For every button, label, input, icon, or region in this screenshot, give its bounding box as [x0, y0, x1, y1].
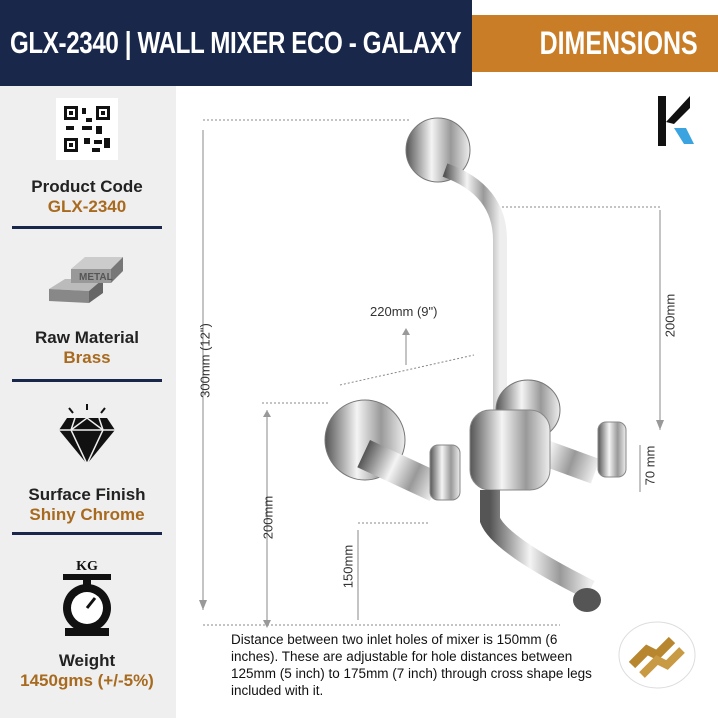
raw-material-section: METAL Raw Material Brass	[12, 251, 162, 382]
top-height-label: 200mm	[662, 293, 678, 338]
dimensions-banner: DIMENSIONS	[472, 15, 718, 72]
weight-label: Weight	[58, 651, 116, 670]
surface-finish-value: Shiny Chrome	[29, 505, 145, 524]
diamond-icon	[59, 404, 115, 466]
product-code-value: GLX-2340	[47, 197, 127, 216]
product-title-bar: GLX-2340 | WALL MIXER ECO - GALAXY	[0, 0, 472, 86]
dimensions-label: DIMENSIONS	[539, 25, 698, 61]
faucet-drawing	[199, 117, 664, 628]
valve-height-label: 200mm	[260, 495, 276, 540]
handle-label: 70 mm	[642, 445, 658, 486]
surface-finish-section: Surface Finish Shiny Chrome	[12, 404, 162, 535]
inlet-description: Distance between two inlet holes of mixe…	[231, 632, 592, 698]
raw-material-value: Brass	[63, 348, 111, 367]
reach-label: 220mm (9")	[370, 304, 438, 319]
svg-text:METAL: METAL	[79, 272, 113, 283]
product-title: GLX-2340 | WALL MIXER ECO - GALAXY	[10, 25, 462, 60]
spout-height-label: 150mm	[340, 544, 356, 589]
surface-finish-label: Surface Finish	[28, 485, 146, 504]
sidebar: Product Code GLX-2340 METAL Raw Material…	[0, 86, 176, 718]
svg-text:KG: KG	[76, 559, 98, 574]
product-code-label: Product Code	[31, 177, 143, 196]
weight-value: 1450gms (+/-5%)	[20, 671, 154, 690]
total-height-label: 300mm (12")	[197, 323, 213, 398]
raw-material-label: Raw Material	[35, 328, 139, 347]
cross-legs-image	[618, 621, 696, 689]
metal-bars-icon: METAL	[49, 257, 123, 303]
weight-section: KG Weight 1450gms (+/-5%)	[12, 556, 162, 716]
brand-logo	[658, 96, 694, 146]
product-code-section: Product Code GLX-2340	[12, 98, 162, 229]
weighing-scale-icon: KG	[63, 559, 111, 636]
qr-code-icon	[56, 98, 118, 160]
